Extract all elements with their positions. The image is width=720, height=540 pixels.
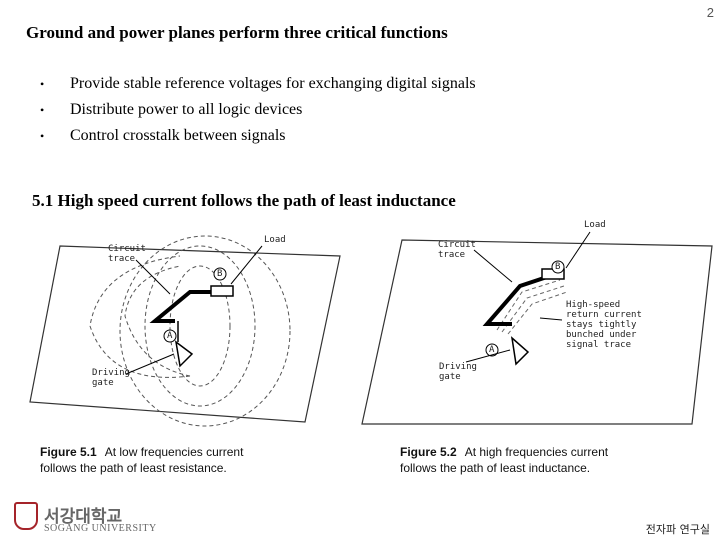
slide-title: Ground and power planes perform three cr… [26,23,448,42]
figure-number: Figure 5.2 [400,445,457,459]
caption-line: follows the path of least resistance. [40,461,227,475]
bullet-dot-icon: • [40,103,45,117]
caption-text: At high frequencies current [464,445,609,459]
point-b-marker [213,267,227,281]
circuit-trace [482,274,551,326]
field-line [119,235,291,427]
caption-line: follows the path of least inductance. [400,461,591,475]
circuit-trace-label: Circuit trace [108,244,146,264]
ground-plane [29,245,341,423]
return-current-line [501,285,565,333]
bullet-text: Control crosstalk between signals [70,127,286,144]
driving-gate-icon [510,336,530,366]
point-b-label: B [217,269,223,279]
load-resistor [210,285,234,297]
load-pointer [230,245,263,285]
point-a-label: A [489,345,495,355]
field-line [124,265,191,377]
field-line [169,265,231,387]
figure-5-2-drawing [361,231,713,425]
driving-gate-label: Driving gate [92,368,130,388]
bullet-item: • Control crosstalk between signals [40,123,476,149]
return-current-line [507,291,568,335]
bullet-text: Provide stable reference voltages for ex… [70,75,476,92]
bullet-item: • Provide stable reference voltages for e… [40,71,476,97]
university-logo: 서강대학교 SOGANG UNIVERSITY [14,502,174,536]
circuit-trace [149,290,220,323]
logo-korean-text: 서강대학교 [44,507,123,527]
circuit-trace-label: Circuit trace [438,240,476,260]
caption-line: Figure 5.1 At low frequencies current [40,444,350,460]
field-line [89,255,191,378]
high-speed-annotation: High-speed return current stays tightly … [566,300,642,350]
point-b-marker [551,260,565,274]
point-a-marker [485,343,499,357]
gate-pointer [465,349,511,363]
annotation-arrow [539,317,563,321]
bullet-list: • Provide stable reference voltages for e… [40,71,476,149]
driving-gate-label: Driving gate [439,362,477,382]
driving-gate-icon [174,321,194,368]
bullet-dot-icon: • [40,77,45,91]
figure-5-1-caption: Figure 5.1 At low frequencies current fol… [40,444,350,476]
load-label: Load [264,235,286,245]
caption-line: Figure 5.2 At high frequencies current [400,444,710,460]
lab-name: 전자파 연구실 [645,523,710,536]
figure-5-1-drawing [29,235,341,427]
figure-5-2-caption: Figure 5.2 At high frequencies current fo… [400,444,710,476]
bullet-text: Distribute power to all logic devices [70,101,303,118]
point-a-marker [163,329,177,343]
figure-5-2: Load Circuit trace Driving gate High-spe… [361,220,713,478]
caption-text: At low frequencies current [104,445,244,459]
field-line [144,245,256,407]
section-heading: 5.1 High speed current follows the path … [32,191,456,210]
trace-pointer [135,259,171,295]
ground-plane [361,239,713,425]
load-label: Load [584,220,606,230]
point-a-label: A [167,331,173,341]
logo-english-text: SOGANG UNIVERSITY [44,523,157,534]
bullet-item: • Distribute power to all logic devices [40,97,476,123]
bullet-dot-icon: • [40,129,45,143]
return-current-line [496,279,561,331]
trace-pointer [473,249,513,283]
university-seal-icon [14,502,38,530]
gate-pointer [125,353,175,375]
page-number: 2 [706,5,714,20]
point-b-label: B [555,262,561,272]
figure-number: Figure 5.1 [40,445,97,459]
figure-5-1: Load Circuit trace Driving gate A B Figu… [29,226,350,478]
load-pointer [565,231,591,269]
